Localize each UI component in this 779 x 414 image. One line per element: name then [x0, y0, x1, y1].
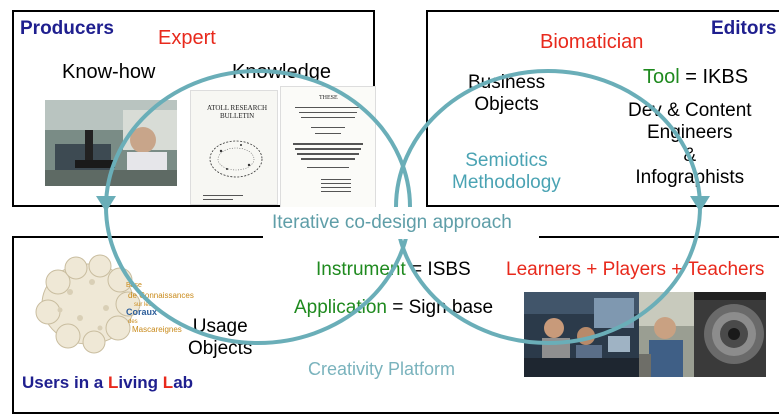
producers-title: Producers — [20, 18, 114, 39]
iterative-approach-banner: Iterative co-design approach — [263, 207, 539, 239]
dev-content-label: Dev & Content Engineers & Infographists — [628, 100, 752, 189]
left-cycle-arrow — [96, 196, 116, 212]
logo-line-4: Coraux — [126, 307, 158, 317]
logo-line-3: sur les — [134, 302, 152, 308]
logo-line-2: de Connaissances — [128, 291, 194, 300]
tool-line: Tool = IKBS — [643, 67, 748, 87]
logo-line-5: des — [128, 319, 138, 325]
biomatician-label: Biomatician — [540, 31, 644, 53]
editors-panel — [426, 10, 779, 207]
instrument-line: Instrument = ISBS — [316, 260, 471, 279]
tool-label: Tool — [643, 66, 680, 88]
users-title-l1: L — [108, 373, 119, 392]
classroom-photo-illustration — [524, 292, 639, 377]
teacher-photo — [639, 292, 694, 377]
semiotics-label: Semiotics Methodology — [452, 150, 561, 194]
expert-photo-illustration — [45, 100, 177, 186]
thesis-title: THESE — [319, 95, 338, 101]
logo-line-6: Mascareignes — [132, 325, 182, 334]
users-title-part-2: iving — [118, 373, 163, 392]
editors-title: Editors — [711, 18, 777, 39]
player-screen-photo — [694, 292, 766, 377]
users-title-part-1: Users in a — [22, 373, 108, 392]
creativity-platform-label: Creativity Platform — [308, 359, 456, 379]
users-title-part-3: ab — [173, 373, 194, 392]
atoll-bulletin-document: ATOLL RESEARCH BULLETIN — [190, 90, 278, 205]
player-screen-illustration — [694, 292, 766, 377]
users-title-l2: L — [162, 373, 174, 392]
business-objects-label: Business Objects — [468, 72, 546, 115]
right-cycle-arrow — [690, 196, 710, 212]
atoll-map-icon — [209, 140, 263, 178]
instrument-label: Instrument — [316, 259, 406, 280]
teacher-photo-illustration — [639, 292, 694, 377]
know-how-label: Know-how — [62, 61, 156, 83]
expert-label: Expert — [158, 27, 216, 49]
instrument-value: = ISBS — [411, 259, 471, 280]
expert-microscope-photo — [45, 100, 177, 186]
classroom-photo — [524, 292, 639, 377]
iterative-approach-label: Iterative co-design approach — [272, 212, 512, 233]
atoll-bulletin-title: ATOLL RESEARCH BULLETIN — [207, 104, 268, 121]
users-title: Users in a Living Lab — [22, 374, 193, 391]
learners-label: Learners + Players + Teachers — [506, 259, 765, 280]
tool-value: = IKBS — [685, 66, 749, 88]
